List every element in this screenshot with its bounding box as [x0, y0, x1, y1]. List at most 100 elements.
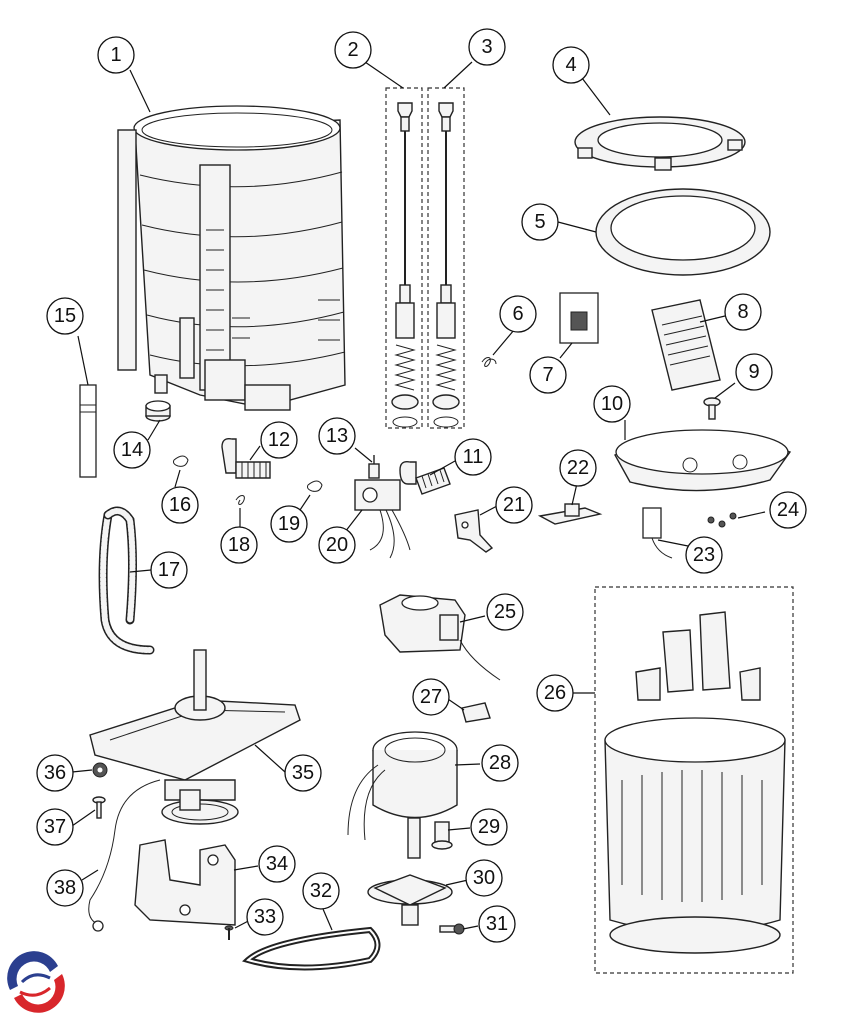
callout-7: 7	[529, 356, 567, 394]
part-motor-bracket	[134, 839, 236, 926]
part-hose-11	[399, 460, 451, 495]
callout-27-label: 27	[420, 686, 442, 708]
callout-4-label: 4	[565, 54, 576, 76]
callout-8-label: 8	[737, 301, 748, 323]
callout-23: 23	[685, 536, 723, 574]
callout-3: 3	[468, 28, 506, 66]
part-drain-hose	[98, 506, 155, 655]
callout-16-label: 16	[169, 494, 191, 516]
part-clip-6	[481, 357, 497, 367]
callout-13: 13	[318, 417, 356, 455]
callout-3-label: 3	[481, 36, 492, 58]
callout-13-label: 13	[326, 425, 348, 447]
callout-16: 16	[161, 486, 199, 524]
callout-4: 4	[552, 46, 590, 84]
callout-7-label: 7	[542, 364, 553, 386]
callout-19-label: 19	[278, 513, 300, 535]
callout-15: 15	[46, 297, 84, 335]
part-water-valve	[354, 479, 411, 559]
part-ground-wire	[88, 779, 161, 932]
part-drain-motor	[379, 594, 501, 681]
callout-22: 22	[559, 449, 597, 487]
callout-36: 36	[36, 754, 74, 792]
callout-1: 1	[97, 36, 135, 74]
callout-21-label: 21	[503, 494, 525, 516]
part-screws-24	[707, 512, 737, 528]
callout-31-label: 31	[486, 913, 508, 935]
callout-17: 17	[150, 551, 188, 589]
callout-35: 35	[284, 754, 322, 792]
part-nut-36	[92, 762, 108, 778]
callout-10: 10	[593, 385, 631, 423]
callout-38: 38	[46, 869, 84, 907]
callout-29: 29	[470, 808, 508, 846]
callout-30-label: 30	[473, 867, 495, 889]
callout-25-label: 25	[494, 601, 516, 623]
callout-9: 9	[735, 353, 773, 391]
callout-33: 33	[246, 898, 284, 936]
callout-6: 6	[499, 295, 537, 333]
callout-21: 21	[495, 486, 533, 524]
callout-26-label: 26	[544, 682, 566, 704]
brand-logo	[4, 950, 65, 1013]
callout-18: 18	[220, 526, 258, 564]
part-hose-12	[221, 437, 271, 479]
callout-25: 25	[486, 593, 524, 631]
part-suspension-rod-3	[427, 87, 465, 429]
callout-12-label: 12	[268, 429, 290, 451]
callout-1-label: 1	[110, 44, 121, 66]
callout-5: 5	[521, 203, 559, 241]
callout-14: 14	[113, 431, 151, 469]
callout-17-label: 17	[158, 559, 180, 581]
part-sensor-23	[642, 507, 673, 559]
callout-28: 28	[481, 744, 519, 782]
callout-32: 32	[302, 872, 340, 910]
callout-37: 37	[36, 808, 74, 846]
callout-2-label: 2	[347, 39, 358, 61]
callout-37-label: 37	[44, 816, 66, 838]
part-belt	[241, 926, 381, 971]
part-tub-cover	[574, 116, 746, 171]
part-switch-22	[537, 503, 603, 525]
callout-6-label: 6	[512, 303, 523, 325]
part-pulley-fan	[367, 874, 453, 926]
callout-19: 19	[270, 505, 308, 543]
callout-29-label: 29	[478, 816, 500, 838]
part-suspension-rod-2	[385, 87, 423, 429]
callout-36-label: 36	[44, 762, 66, 784]
callout-38-label: 38	[54, 877, 76, 899]
callout-9-label: 9	[748, 361, 759, 383]
part-clip-16	[173, 455, 189, 467]
callout-20: 20	[318, 526, 356, 564]
callout-22-label: 22	[567, 457, 589, 479]
part-connector-13	[368, 455, 380, 479]
callout-10-label: 10	[601, 393, 623, 415]
callout-35-label: 35	[292, 762, 314, 784]
part-screw-31	[439, 923, 465, 935]
callout-11: 11	[454, 438, 492, 476]
part-clip-19	[307, 480, 323, 492]
part-bolt-29	[431, 821, 453, 850]
callout-12: 12	[260, 421, 298, 459]
part-basket-base	[614, 429, 792, 492]
part-bracket-21	[454, 509, 494, 553]
part-plug-14	[145, 400, 171, 422]
callout-5-label: 5	[534, 211, 545, 233]
callout-2: 2	[334, 31, 372, 69]
part-main-motor	[347, 731, 458, 859]
part-screw-33	[224, 925, 234, 940]
callout-31: 31	[478, 905, 516, 943]
part-inner-basket	[594, 586, 794, 974]
part-lint-filter	[651, 299, 721, 391]
part-transmission-plate	[89, 649, 301, 825]
callout-20-label: 20	[326, 534, 348, 556]
part-balance-ring	[595, 188, 771, 276]
part-clip-18	[235, 495, 245, 505]
part-manual	[559, 292, 599, 344]
callout-11-label: 11	[463, 446, 484, 468]
callout-28-label: 28	[489, 752, 511, 774]
callout-18-label: 18	[228, 534, 250, 556]
part-block-27	[461, 702, 491, 723]
callout-34-label: 34	[266, 853, 288, 875]
